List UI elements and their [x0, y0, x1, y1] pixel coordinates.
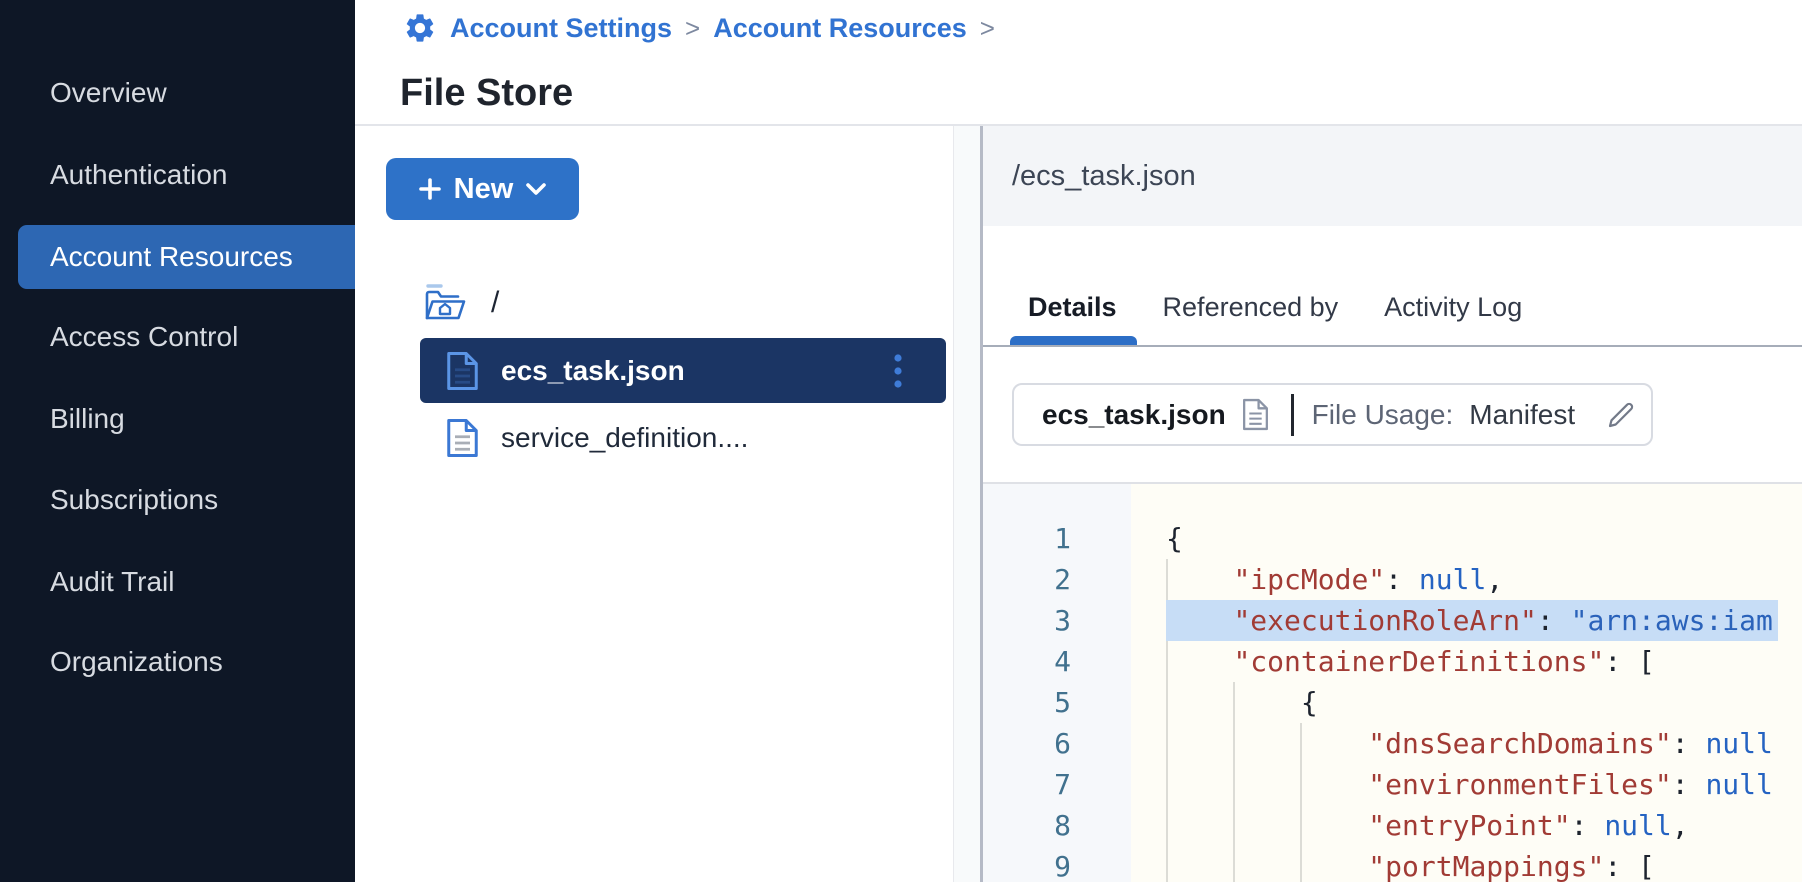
- line-number: 2: [1054, 563, 1071, 596]
- line-number: 9: [1054, 850, 1071, 882]
- tabs-bottom-border: [983, 345, 1802, 347]
- file-row-ecs-task-json[interactable]: ecs_task.json: [420, 338, 946, 403]
- sidebar-item-organizations[interactable]: Organizations: [0, 630, 355, 694]
- breadcrumb-link-account-resources[interactable]: Account Resources: [713, 12, 967, 43]
- file-path: /ecs_task.json: [1012, 159, 1196, 192]
- header-divider: [355, 124, 1802, 126]
- code-line-9: "portMappings": [: [1368, 850, 1655, 882]
- tab-activity-log[interactable]: Activity Log: [1384, 291, 1523, 322]
- line-number: 8: [1054, 809, 1071, 842]
- gear-icon: [403, 11, 437, 45]
- code-line-3: "executionRoleArn": "arn:aws:iam::: [1166, 600, 1778, 641]
- file-usage-label: File Usage:: [1311, 398, 1454, 430]
- line-number: 5: [1054, 686, 1071, 719]
- edit-usage-button[interactable]: [1603, 397, 1639, 433]
- page-title: File Store: [400, 72, 574, 115]
- code-line-6: "dnsSearchDomains": null,: [1368, 727, 1778, 760]
- code-line-4: "containerDefinitions": [: [1233, 645, 1655, 678]
- sidebar-item-billing[interactable]: Billing: [0, 387, 355, 451]
- sidebar-item-label: Billing: [50, 403, 125, 434]
- line-number: 7: [1054, 768, 1071, 801]
- sidebar-item-overview[interactable]: Overview: [0, 61, 355, 125]
- sidebar-item-label: Overview: [50, 77, 167, 108]
- file-icon: [446, 351, 479, 391]
- line-number: 6: [1054, 727, 1071, 760]
- root-label: /: [491, 286, 500, 319]
- kebab-menu-icon[interactable]: [890, 351, 906, 391]
- card-filename: ecs_task.json: [1042, 398, 1226, 430]
- breadcrumb-separator: >: [979, 12, 995, 43]
- sidebar-item-label: Access Control: [50, 321, 239, 352]
- line-number: 3: [1054, 604, 1071, 637]
- sidebar-item-account-resources[interactable]: Account Resources: [18, 225, 355, 289]
- breadcrumb-link-account-settings[interactable]: Account Settings: [450, 12, 673, 43]
- tab-referenced-by[interactable]: Referenced by: [1162, 291, 1339, 322]
- tab-details[interactable]: Details: [1028, 291, 1117, 322]
- code-line-1: {: [1166, 522, 1183, 555]
- breadcrumb: Account Settings > Account Resources >: [403, 8, 995, 48]
- file-list-scrollbar[interactable]: [953, 126, 981, 882]
- sidebar-item-label: Account Resources: [50, 241, 293, 272]
- chevron-down-icon: [525, 182, 547, 196]
- file-info-card: ecs_task.json File Usage: Manifest: [1012, 383, 1653, 446]
- code-line-8: "entryPoint": null,: [1368, 809, 1689, 842]
- line-number: 4: [1054, 645, 1071, 678]
- pencil-icon: [1609, 402, 1634, 427]
- line-number: 1: [1054, 522, 1071, 555]
- file-name-label: ecs_task.json: [501, 354, 685, 386]
- folder-home-icon: [423, 283, 467, 323]
- file-row-service-definition[interactable]: service_definition....: [420, 405, 946, 470]
- code-block-top-border: [983, 482, 1802, 484]
- code-line-5: {: [1166, 686, 1318, 719]
- code-editor[interactable]: { "ipcMode": null, "executionRoleArn": "…: [1131, 484, 1802, 882]
- sidebar-item-authentication[interactable]: Authentication: [0, 143, 355, 207]
- sidebar-item-label: Audit Trail: [50, 566, 175, 597]
- code-line-2: "ipcMode": null,: [1233, 563, 1504, 596]
- sidebar-item-access-control[interactable]: Access Control: [0, 305, 355, 369]
- code-lines: { "ipcMode": null, "executionRoleArn": "…: [1166, 518, 1778, 882]
- plus-icon: [418, 177, 442, 201]
- sidebar-item-subscriptions[interactable]: Subscriptions: [0, 468, 355, 532]
- sidebar-item-audit-trail[interactable]: Audit Trail: [0, 550, 355, 614]
- file-icon: [446, 418, 479, 458]
- card-divider: [1290, 393, 1294, 436]
- indent-guide: [1300, 723, 1302, 882]
- breadcrumb-separator: >: [685, 12, 701, 43]
- file-name-label: service_definition....: [501, 421, 749, 453]
- new-button[interactable]: New: [386, 158, 579, 220]
- code-line-7: "environmentFiles": null,: [1368, 768, 1778, 801]
- tab-bar: Details Referenced by Activity Log: [1028, 285, 1522, 329]
- panel-divider: [980, 126, 983, 882]
- root-folder-row[interactable]: /: [423, 281, 499, 325]
- indent-guide: [1233, 682, 1235, 882]
- file-usage-value: Manifest: [1469, 398, 1576, 430]
- sidebar-item-label: Authentication: [50, 159, 228, 190]
- indent-guide: [1166, 559, 1168, 882]
- active-tab-underline: [1010, 336, 1137, 347]
- file-path-header: /ecs_task.json: [983, 126, 1802, 226]
- new-button-label: New: [453, 172, 514, 205]
- document-icon: [1242, 398, 1269, 431]
- sidebar-item-label: Organizations: [50, 646, 223, 677]
- code-gutter: 1 2 3 4 5 6 7 8 9: [983, 484, 1131, 882]
- sidebar-item-label: Subscriptions: [50, 484, 219, 515]
